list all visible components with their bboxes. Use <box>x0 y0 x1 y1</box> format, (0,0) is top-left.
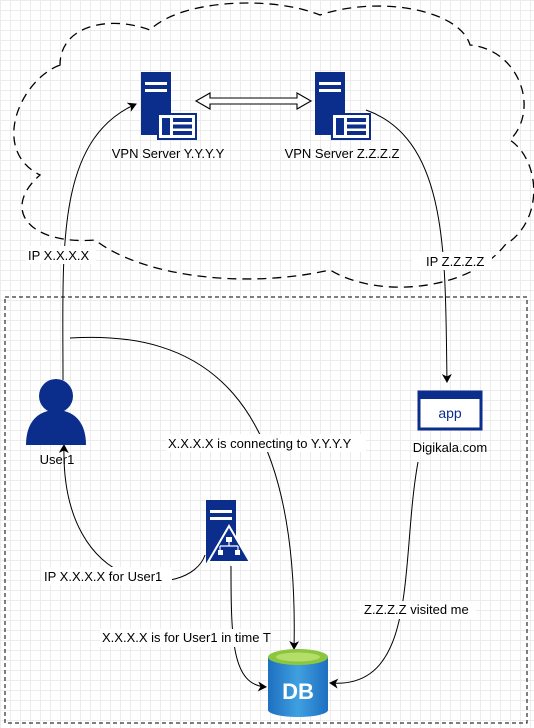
vpn-server-y-label: VPN Server Y.Y.Y.Y <box>112 146 225 161</box>
edge-label-netserver-to-db: X.X.X.X is for User1 in time T <box>102 630 271 645</box>
edge-label-app-to-db: Z.Z.Z.Z visited me <box>364 602 469 617</box>
db-icon-text: DB <box>282 679 314 704</box>
edge-label-vpn-z-to-app: IP Z.Z.Z.Z <box>426 254 484 269</box>
internet-cloud <box>13 2 534 288</box>
database-icon: DB <box>268 649 328 717</box>
edge-netserver-to-db <box>230 565 267 692</box>
app-icon-text: app <box>438 405 462 421</box>
digikala-label: Digikala.com <box>413 440 487 455</box>
app-window-icon: app <box>417 390 483 431</box>
edge-label-netserver-to-user: IP X.X.X.X for User1 <box>44 569 162 584</box>
database-node[interactable]: DB <box>268 649 328 717</box>
vpn-tunnel-arrow <box>194 92 313 110</box>
edge-netserver-to-user <box>58 444 206 582</box>
network-server-icon <box>206 500 252 563</box>
vpn-server-z-label: VPN Server Z.Z.Z.Z <box>285 146 400 161</box>
vpn-server-y[interactable]: VPN Server Y.Y.Y.Y <box>112 72 225 161</box>
edge-vpn-z-to-app <box>365 109 452 383</box>
user-icon <box>26 379 86 445</box>
digikala-node[interactable]: app Digikala.com <box>413 390 487 455</box>
edge-label-user-to-vpn-y: IP X.X.X.X <box>28 248 90 263</box>
user1-node[interactable]: User1 <box>26 379 86 467</box>
edge-user-to-vpn-y <box>62 102 137 381</box>
edge-user-to-db <box>69 336 300 650</box>
edge-app-to-db <box>329 461 419 689</box>
user1-label: User1 <box>40 452 75 467</box>
local-network-boundary <box>4 296 528 724</box>
server-icon <box>315 72 371 140</box>
network-server-node[interactable] <box>206 500 252 563</box>
edge-label-user-to-db: X.X.X.X is connecting to Y.Y.Y.Y <box>168 436 352 451</box>
server-icon <box>141 72 197 140</box>
vpn-server-z[interactable]: VPN Server Z.Z.Z.Z <box>285 72 400 161</box>
